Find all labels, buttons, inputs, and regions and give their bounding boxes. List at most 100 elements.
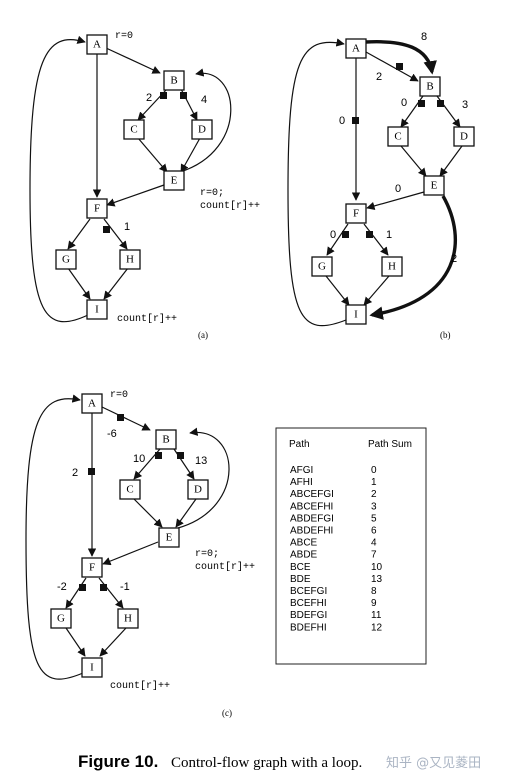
caption-text: Control-flow graph with a loop. — [171, 755, 362, 771]
table-header-sum: Path Sum — [368, 439, 412, 450]
probe-mark — [437, 100, 444, 107]
note-count: count[r]++ — [110, 680, 170, 692]
svg-text:A: A — [352, 43, 360, 55]
edge-label: 0 — [330, 229, 336, 241]
node-b-H: H — [381, 256, 403, 277]
svg-text:B: B — [426, 81, 433, 93]
probe-mark — [160, 92, 167, 99]
table-cell-path: BDE — [290, 574, 311, 585]
table-cell-path: ABCE — [290, 538, 318, 549]
edge-c-hi — [99, 627, 127, 657]
table-cell-path: ABDEFHI — [290, 526, 333, 537]
node-a-D: D — [191, 119, 213, 140]
node-c-I: I — [81, 657, 103, 678]
node-c-E: E — [158, 527, 180, 548]
subfigure-caption: (b) — [440, 330, 451, 340]
table-cell-sum: 4 — [371, 538, 377, 549]
table-cell-sum: 5 — [371, 513, 377, 524]
table-cell-sum: 2 — [371, 489, 377, 500]
edge-b-fg — [326, 223, 349, 256]
edge-label: 2 — [146, 92, 152, 104]
edge-label: 0 — [401, 97, 407, 109]
node-a-A: A — [86, 34, 108, 55]
probe-mark — [396, 63, 403, 70]
node-b-G: G — [311, 256, 333, 277]
table-cell-path: ABCEFHI — [290, 501, 333, 512]
svg-text:E: E — [431, 180, 438, 192]
edge-c-ia — [25, 394, 84, 680]
svg-text:I: I — [354, 309, 358, 321]
node-a-I: I — [86, 299, 108, 320]
edge-a-hi — [103, 267, 129, 300]
probe-mark — [100, 584, 107, 591]
note-r-reset: r=0; — [200, 188, 224, 199]
edge-label: -2 — [57, 581, 67, 593]
svg-text:I: I — [95, 304, 99, 316]
probe-mark — [155, 452, 162, 459]
svg-text:F: F — [94, 203, 100, 215]
node-a-C: C — [123, 119, 145, 140]
edge-c-gi — [65, 627, 86, 657]
table-cell-path: AFHI — [290, 477, 313, 488]
node-c-B: B — [155, 429, 177, 450]
edge-label: 8 — [421, 31, 427, 43]
edge-a-ab — [105, 47, 161, 74]
node-c-D: D — [187, 479, 209, 500]
svg-text:E: E — [166, 532, 173, 544]
svg-text:G: G — [57, 613, 65, 625]
note-count: count[r]++ — [195, 561, 255, 573]
edge-a-de — [180, 137, 201, 173]
svg-text:I: I — [90, 662, 94, 674]
edge-b-ab-bold — [365, 40, 437, 75]
table-cell-sum: 12 — [371, 622, 383, 633]
table-cell-sum: 0 — [371, 465, 377, 476]
edge-label: 13 — [195, 455, 207, 467]
probe-mark — [88, 468, 95, 475]
node-c-C: C — [119, 479, 141, 500]
graph-c: -6 2 10 13 -2 -1 r=0 r=0; count[r]++ cou… — [25, 390, 255, 718]
edge-label: 4 — [201, 94, 207, 106]
subfigure-caption: (c) — [222, 708, 232, 718]
note-count: count[r]++ — [200, 200, 260, 212]
node-b-F: F — [345, 203, 367, 224]
table-cell-sum: 9 — [371, 598, 377, 609]
watermark: 知乎 @又见菱田 — [386, 755, 481, 771]
edge-b-de — [439, 145, 463, 177]
node-a-B: B — [163, 70, 185, 91]
table-cell-path: BDEFHI — [290, 622, 327, 633]
edge-c-de — [175, 498, 197, 528]
svg-text:H: H — [124, 613, 132, 625]
edge-label: -6 — [107, 428, 117, 440]
svg-text:F: F — [89, 562, 95, 574]
edge-c-ce — [133, 498, 163, 528]
edge-a-fg — [67, 218, 91, 250]
svg-text:C: C — [394, 131, 401, 143]
table-cell-path: BCEFHI — [290, 598, 327, 609]
edge-label: 0 — [395, 183, 401, 195]
table-header-path: Path — [289, 439, 310, 450]
table-cell-path: BCE — [290, 562, 311, 573]
node-b-B: B — [419, 76, 441, 97]
edge-label: 1 — [124, 221, 130, 233]
edge-c-ef — [102, 541, 159, 566]
edge-label: 2 — [376, 71, 382, 83]
node-a-G: G — [55, 249, 77, 270]
edge-a-gi — [67, 267, 91, 300]
svg-text:G: G — [62, 254, 70, 266]
node-b-I: I — [345, 304, 367, 325]
table-frame — [275, 427, 427, 665]
svg-text:A: A — [88, 398, 96, 410]
node-a-F: F — [86, 198, 108, 219]
node-b-E: E — [423, 175, 445, 196]
probe-mark — [103, 226, 110, 233]
edge-a-ia — [29, 35, 89, 323]
edge-label: 0 — [339, 115, 345, 127]
note-r-reset: r=0; — [195, 549, 219, 560]
node-b-C: C — [387, 126, 409, 147]
table-cell-sum: 13 — [371, 574, 383, 585]
svg-text:D: D — [198, 124, 206, 136]
probe-mark — [352, 117, 359, 124]
edge-a-eb — [179, 68, 232, 173]
